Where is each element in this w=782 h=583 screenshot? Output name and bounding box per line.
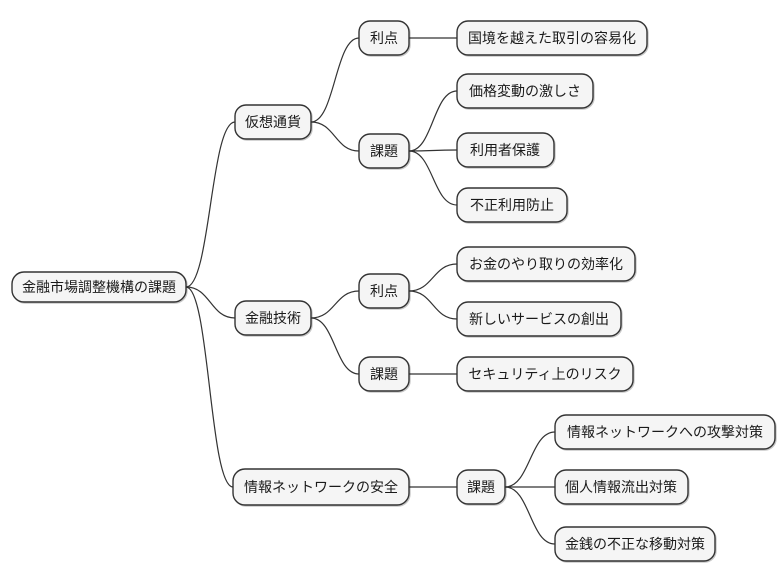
node-virtual-currency-label: 仮想通貨 (245, 114, 301, 130)
node-ns-issues-box (456, 469, 506, 505)
node-vc-advantage-cross-border-label: 国境を越えた取引の容易化 (468, 30, 636, 46)
edge-vc-iss-fraud-prevention (408, 150, 458, 206)
edge-root-network-safety (185, 286, 234, 488)
node-ft-advantage-efficiency: お金のやり取りの効率化 (456, 246, 636, 282)
node-ft-advantages-label: 利点 (370, 283, 398, 299)
node-ns-issue-attack-countermeasures: 情報ネットワークへの攻撃対策 (554, 414, 776, 450)
node-fintech: 金融技術 (234, 300, 312, 336)
edge-vc-advantages (310, 37, 360, 123)
edge-vc-issues (310, 121, 360, 152)
node-vc-advantage-cross-border-box (456, 20, 648, 56)
node-fintech-label: 金融技術 (245, 310, 301, 326)
node-ft-issues: 課題 (358, 356, 410, 392)
node-vc-issue-fraud-prevention: 不正利用防止 (456, 187, 568, 223)
node-ft-issue-security-risk-box (456, 356, 634, 392)
edge-root-fintech (185, 286, 236, 319)
node-vc-advantages-box (358, 20, 410, 56)
node-vc-issue-fraud-prevention-box (456, 187, 568, 223)
node-network-safety-box (232, 468, 410, 506)
node-root-label: 金融市場調整機構の課題 (22, 279, 176, 295)
node-ft-issues-label: 課題 (370, 366, 398, 382)
edge-vc-iss-price-volatility (408, 90, 458, 152)
node-fintech-box (234, 300, 312, 336)
node-vc-issue-price-volatility-box (456, 73, 594, 109)
node-ft-advantages-box (358, 273, 410, 309)
node-vc-issue-user-protection-label: 利用者保護 (470, 142, 540, 158)
edge-ft-issues (310, 317, 360, 375)
node-vc-issue-price-volatility-label: 価格変動の激しさ (469, 83, 581, 99)
node-vc-issue-fraud-prevention-label: 不正利用防止 (470, 197, 554, 213)
node-ns-issue-data-leak-label: 個人情報流出対策 (565, 479, 677, 495)
node-vc-issues: 課題 (358, 133, 410, 169)
node-vc-issue-price-volatility: 価格変動の激しさ (456, 73, 594, 109)
node-vc-issues-label: 課題 (370, 143, 398, 159)
node-ns-issue-attack-countermeasures-label: 情報ネットワークへの攻撃対策 (567, 424, 763, 440)
node-ft-issue-security-risk: セキュリティ上のリスク (456, 356, 634, 392)
node-vc-advantage-cross-border: 国境を越えた取引の容易化 (456, 20, 648, 56)
node-vc-advantages: 利点 (358, 20, 410, 56)
node-virtual-currency: 仮想通貨 (234, 104, 312, 140)
node-ns-issue-data-leak: 個人情報流出対策 (554, 469, 689, 505)
edge-vc-iss-user-protection (408, 149, 458, 152)
node-ns-issue-attack-countermeasures-box (554, 414, 776, 450)
node-vc-issue-user-protection: 利用者保護 (456, 132, 555, 168)
edge-ft-adv-new-services (408, 290, 458, 320)
node-ft-advantage-efficiency-label: お金のやり取りの効率化 (469, 256, 623, 272)
node-ft-advantage-new-services-label: 新しいサービスの創出 (469, 311, 609, 327)
node-virtual-currency-box (234, 104, 312, 140)
node-ft-issues-box (358, 356, 410, 392)
node-root-box (11, 271, 187, 303)
edge-ft-adv-efficiency (408, 263, 458, 292)
node-vc-issues-box (358, 133, 410, 169)
node-root: 金融市場調整機構の課題 (11, 271, 187, 303)
edge-ft-advantages (310, 290, 360, 319)
node-ns-issues-label: 課題 (467, 479, 495, 495)
node-vc-advantages-label: 利点 (370, 30, 398, 46)
node-network-safety-label: 情報ネットワークの安全 (244, 479, 398, 495)
node-ft-advantage-efficiency-box (456, 246, 636, 282)
node-ft-advantage-new-services: 新しいサービスの創出 (456, 301, 622, 337)
node-ft-issue-security-risk-label: セキュリティ上のリスク (468, 366, 621, 382)
node-ft-advantage-new-services-box (456, 301, 622, 337)
node-ns-issue-illegal-transfer-box (554, 526, 716, 562)
node-network-safety: 情報ネットワークの安全 (232, 468, 410, 506)
node-vc-issue-user-protection-box (456, 132, 555, 168)
node-ns-issue-illegal-transfer-label: 金銭の不正な移動対策 (565, 536, 705, 552)
node-ft-advantages: 利点 (358, 273, 410, 309)
edge-root-virtual-currency (185, 121, 236, 288)
edge-ns-iss-illegal-transfer (504, 486, 556, 545)
node-ns-issue-illegal-transfer: 金銭の不正な移動対策 (554, 526, 716, 562)
edge-ns-iss-attack (504, 431, 556, 488)
node-ns-issues: 課題 (456, 469, 506, 505)
edges (185, 37, 556, 545)
node-ns-issue-data-leak-box (554, 469, 689, 505)
